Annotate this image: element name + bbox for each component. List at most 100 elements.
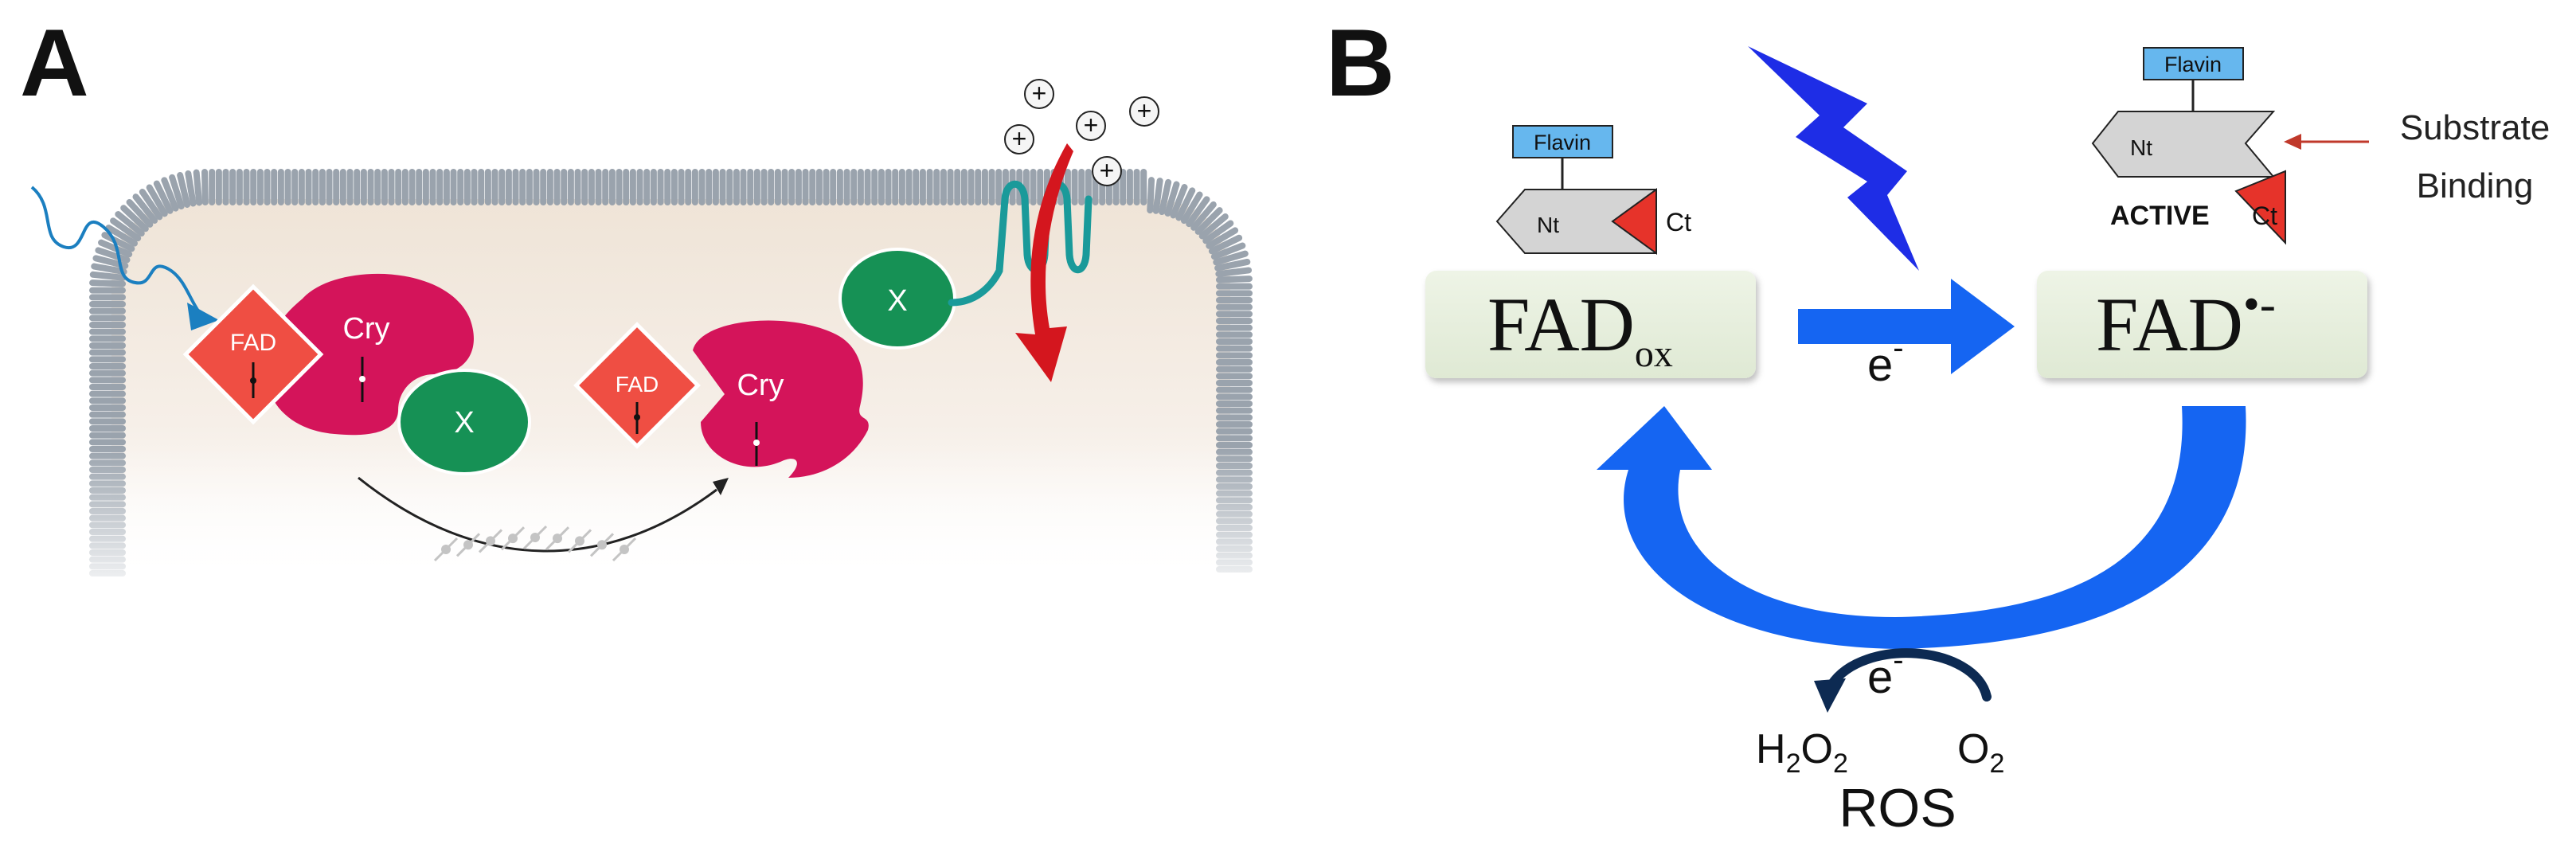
lipid-head [1210,242,1246,260]
lipid-head [95,247,131,264]
lipid-head [1175,187,1196,221]
lipid-head [161,177,179,212]
fad-spin-dot-left [250,377,256,384]
lipid-head [1215,267,1253,278]
lipid-head [1206,227,1239,249]
lipid-head [1152,178,1163,214]
ct-label-left: Ct [1666,208,1691,236]
electron-label-bottom: e- [1867,643,1904,703]
fad-radical-label: FAD•- [2096,278,2276,367]
flavin-tag-left [1512,125,1613,158]
lipid-head [1180,191,1203,225]
lipid-head [110,217,142,242]
cation-sign: + [1012,124,1027,153]
lipid-head [101,232,135,252]
ghost-marker-dot [575,536,584,546]
cry-complex-left: FAD Cry X [182,273,531,475]
flavin-label-right: Flavin [2164,53,2222,76]
nt-label-right: Nt [2130,135,2152,160]
lipid-head [1147,177,1155,214]
ghost-marker-dot [530,533,540,542]
fad-cofactor-left [182,283,324,425]
fad-ox-box [1425,271,1756,378]
fad-ox-label: FADox [1487,282,1673,375]
h2o2-label: H2O2 [1756,726,1848,779]
inactive-domain-schematic: Flavin Nt Ct [1495,125,1691,255]
x-label-right: X [887,284,907,318]
fad-label-right: FAD [616,372,659,397]
ct-label-right: Ct [2252,201,2277,230]
lipid-head [1202,220,1234,244]
lipid-head [1190,201,1217,231]
ion-influx-arrow-icon [1015,143,1073,382]
cation-icon [1004,124,1034,154]
flavin-label-left: Flavin [1534,131,1591,154]
lipid-head [1198,213,1229,240]
cation-icon [1092,156,1122,186]
lipid-head [132,193,158,224]
substrate-arrowhead-icon [2284,134,2301,150]
panel-b: B Flavin Nt Ct Flavin Nt ACTIVE Ct Subs [1326,10,2550,838]
nt-label-left: Nt [1537,213,1559,237]
lipid-head [1213,250,1249,266]
ct-wedge-right [2234,170,2286,245]
active-domain-schematic: Flavin Nt ACTIVE Ct [2091,47,2286,245]
cry-protein-right [693,320,869,478]
cry-protein-left [266,273,474,436]
x-label-left: X [454,406,474,440]
lipid-head [153,180,174,214]
lipid-head [169,174,185,210]
ghost-marker-dot [486,536,495,546]
cation-icon [1024,79,1054,109]
fad-cofactor-right [573,322,701,449]
cry-label-left: Cry [342,312,389,346]
electron-transfer-arrow [1798,279,2015,374]
cry-spin-dot-left [359,376,365,382]
conversion-arrow [358,476,717,553]
domain-body-right [2091,111,2276,178]
active-label: ACTIVE [2110,201,2210,231]
lipid-head [91,263,127,276]
lipid-head [105,225,139,247]
cry-complex-right: FAD Cry [573,320,869,478]
ghost-marker-dot [463,540,473,550]
membrane-fade [64,446,1274,605]
lipid-head [1214,258,1251,272]
ghost-marker-dot [441,545,451,554]
cry-label-right: Cry [737,369,784,402]
lightning-bolt-icon [1748,46,1919,271]
ros-arrowhead-icon [1814,678,1846,713]
lipid-head [146,184,168,217]
cation-sign: + [1137,96,1152,125]
lipid-head [1194,207,1223,235]
lipid-head [1164,181,1180,217]
electron-label-top: e- [1867,330,1904,391]
intermediate-ghosts [433,525,637,562]
lipid-head [126,198,154,228]
ct-wedge-left [1611,188,1657,255]
lipid-head [139,189,163,221]
lipid-head [1170,184,1188,219]
lipid-head [193,169,203,206]
blue-light-wave-icon [30,186,201,314]
lipid-head [89,271,127,281]
ros-conversion-arrow [1827,648,1992,702]
ghost-marker-dot [620,545,629,554]
substrate-label-line1: Substrate [2400,108,2550,147]
lipid-head [185,170,197,207]
lipid-head [115,211,145,237]
lipid-head [1186,196,1210,228]
lipid-head [177,172,191,208]
ghost-marker-dot [553,533,562,544]
cry-spin-dot-right [753,440,760,446]
conversion-arrowhead-icon [713,478,729,495]
ghost-marker-dot [508,533,518,544]
cation-group: +++++ [1004,79,1159,186]
cation-icon [1129,96,1159,127]
fad-radical-box [2037,271,2367,378]
partner-x-left [397,369,531,475]
ros-label: ROS [1839,778,1956,838]
reoxidation-arrow [1597,406,2246,649]
